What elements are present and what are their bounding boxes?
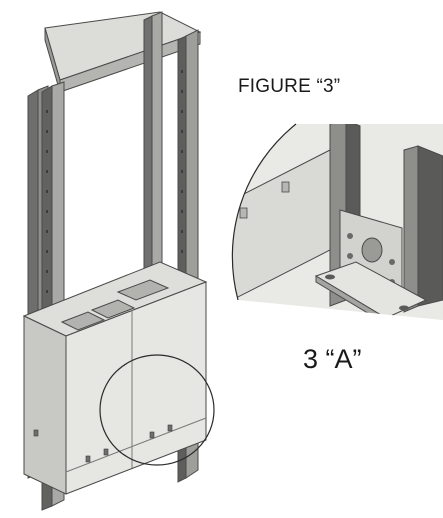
top-shelf: [44, 11, 202, 93]
top-cutout-2: [90, 299, 136, 319]
detail-callout: [231, 123, 443, 320]
detail-highlight-circle: [99, 354, 215, 466]
lower-cabinet: [22, 261, 208, 495]
figure-title: FIGURE “3”: [238, 76, 341, 97]
rear-right-post: [143, 11, 163, 301]
top-cutout-1: [60, 311, 106, 331]
detail-title: 3 “A”: [303, 344, 362, 374]
top-cutout-3: [116, 279, 170, 301]
